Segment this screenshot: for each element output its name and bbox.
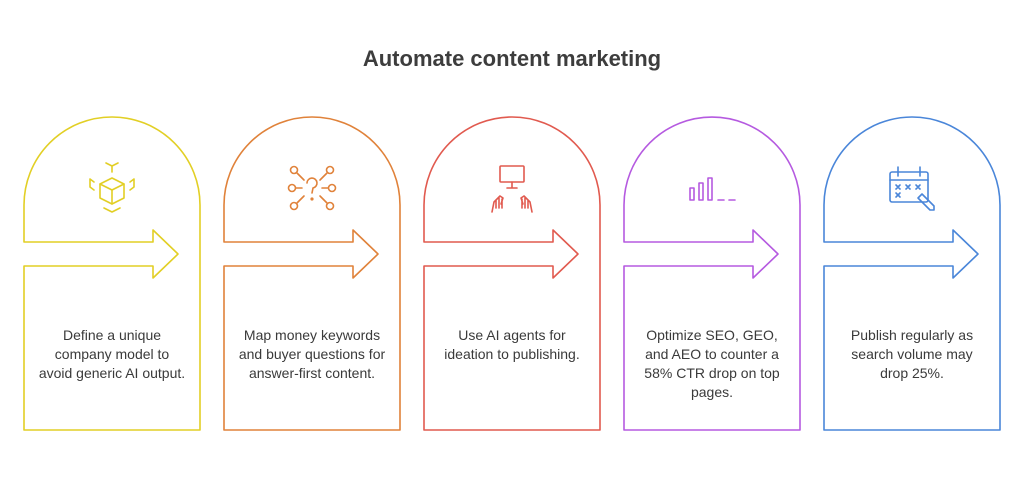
bar-chart-icon: [689, 177, 736, 201]
step-3-text: Use AI agents for ideation to publishing…: [444, 327, 580, 362]
step-3: [423, 116, 601, 431]
step-1: [23, 116, 201, 431]
step-2: [223, 116, 401, 431]
step-5-shape: [823, 116, 1001, 431]
calendar-edit-icon: [889, 166, 935, 211]
step-3-shape: [423, 116, 601, 431]
step-4: [623, 116, 801, 431]
computer-hands-icon: [491, 165, 533, 213]
step-2-text: Map money keywords and buyer questions f…: [238, 327, 386, 381]
step-2-shape: [223, 116, 401, 431]
step-4-shape: [623, 116, 801, 431]
step-5: [823, 116, 1001, 431]
step-4-text: Optimize SEO, GEO, and AEO to counter a …: [644, 327, 780, 400]
step-5-text: Publish regularly as search volume may d…: [850, 327, 974, 381]
diagram-title: Automate content marketing: [362, 46, 662, 71]
step-1-text: Define a unique company model to avoid g…: [38, 327, 186, 381]
question-network-icon: [287, 165, 337, 211]
step-1-shape: [23, 116, 201, 431]
cube-network-icon: [89, 162, 135, 213]
